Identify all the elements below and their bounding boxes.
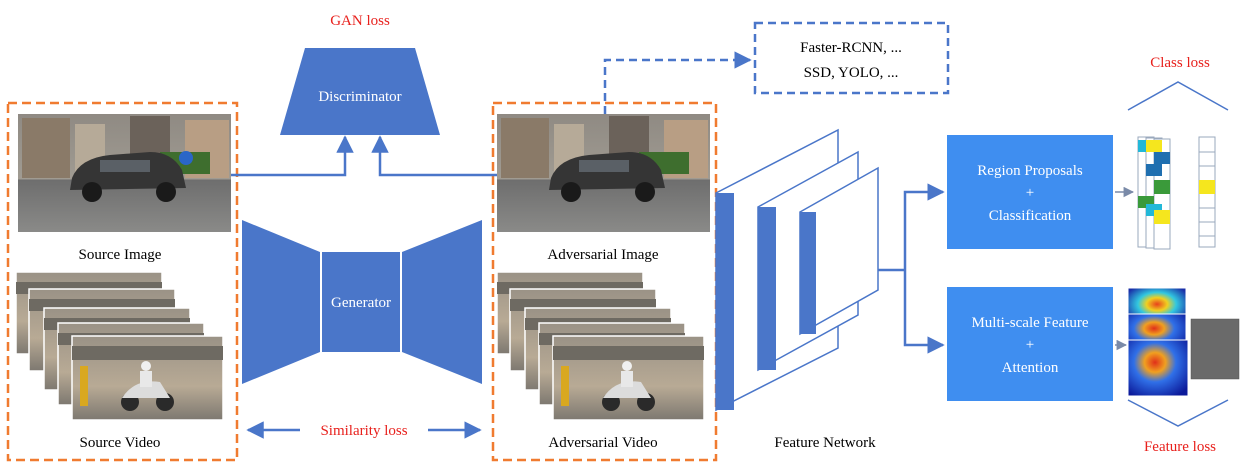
feature-network: [715, 128, 879, 412]
adversarial-video-label: Adversarial Video: [548, 435, 657, 451]
feature-loss-label: Feature loss: [1144, 439, 1216, 455]
source-image-label: Source Image: [79, 247, 162, 263]
msf-plus: +: [1026, 337, 1034, 353]
class-loss-bracket: [1127, 81, 1229, 111]
source-video-frames: [15, 271, 224, 421]
adversarial-video-frames: [496, 271, 705, 421]
multiscale-feature-box: [947, 287, 1113, 401]
source-image: [18, 114, 231, 232]
feature-loss-bracket: [1127, 399, 1229, 427]
class-loss-label: Class loss: [1150, 55, 1210, 71]
generator-block: [242, 220, 482, 384]
adversarial-frame: [491, 101, 718, 462]
feature-network-label: Feature Network: [774, 435, 876, 451]
discriminator-block: [280, 48, 440, 135]
source-video-label: Source Video: [80, 435, 161, 451]
class-score-highlights: [1138, 140, 1215, 237]
branch-to-msf: [903, 270, 945, 354]
generator-label: Generator: [331, 295, 391, 311]
detector-arrow: [603, 51, 752, 114]
source-to-discriminator-arrow: [231, 135, 354, 177]
detectors-line1: Faster-RCNN, ...: [800, 40, 902, 56]
attention-maps: [1127, 287, 1240, 397]
discriminator-label: Discriminator: [318, 89, 401, 105]
detector-box: [753, 21, 950, 95]
region-proposals-box: [947, 135, 1113, 249]
similarity-loss-label: Similarity loss: [320, 423, 407, 439]
detectors-line2: SSD, YOLO, ...: [804, 65, 899, 81]
gan-loss-label: GAN loss: [330, 13, 390, 29]
adversarial-to-discriminator-arrow: [371, 135, 497, 177]
region-plus: +: [1026, 185, 1034, 201]
region-line2: Classification: [989, 208, 1072, 224]
msf-line1: Multi-scale Feature: [971, 315, 1088, 331]
region-line1: Region Proposals: [977, 163, 1083, 179]
source-frame: [6, 101, 239, 462]
msf-line2: Attention: [1002, 360, 1059, 376]
adversarial-image-label: Adversarial Image: [547, 247, 659, 263]
branch-to-region: [903, 183, 945, 270]
adversarial-image: [497, 114, 710, 232]
